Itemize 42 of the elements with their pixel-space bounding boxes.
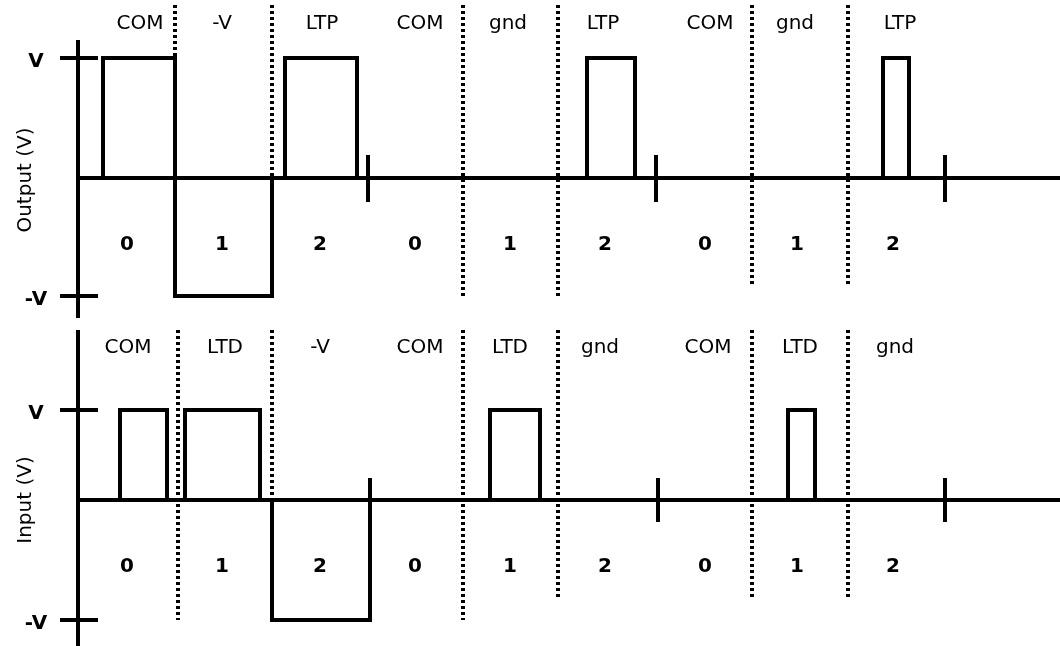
phase-label: LTD xyxy=(782,336,818,356)
phase-label: LTP xyxy=(883,12,917,32)
phase-label: LTD xyxy=(207,336,243,356)
phase-label: COM xyxy=(104,336,152,356)
step-number: 0 xyxy=(120,233,134,253)
step-number: 1 xyxy=(503,233,517,253)
step-number: 0 xyxy=(698,555,712,575)
axis-title: Input (V) xyxy=(14,456,34,544)
phase-label: LTP xyxy=(305,12,339,32)
step-number: 0 xyxy=(698,233,712,253)
phase-label: COM xyxy=(396,12,444,32)
phase-label: gnd xyxy=(875,336,915,356)
step-number: 1 xyxy=(215,555,229,575)
phase-label: COM xyxy=(396,336,444,356)
step-number: 2 xyxy=(313,555,327,575)
step-number: 1 xyxy=(790,233,804,253)
axis-title: Output (V) xyxy=(14,127,34,233)
phase-label: -V xyxy=(212,12,232,32)
phase-label: gnd xyxy=(775,12,815,32)
step-number: 1 xyxy=(215,233,229,253)
step-number: 2 xyxy=(313,233,327,253)
step-number: 2 xyxy=(886,233,900,253)
step-number: 0 xyxy=(408,233,422,253)
step-number: 1 xyxy=(790,555,804,575)
level-label: -V xyxy=(24,612,48,632)
phase-label: gnd xyxy=(488,12,528,32)
phase-label: -V xyxy=(310,336,330,356)
step-number: 1 xyxy=(503,555,517,575)
step-number: 0 xyxy=(120,555,134,575)
phase-label: COM xyxy=(684,336,732,356)
phase-label: LTD xyxy=(492,336,528,356)
level-label: -V xyxy=(24,288,48,308)
step-number: 2 xyxy=(598,555,612,575)
level-label: V xyxy=(28,402,44,422)
step-number: 2 xyxy=(886,555,900,575)
step-number: 2 xyxy=(598,233,612,253)
phase-label: gnd xyxy=(580,336,620,356)
level-label: V xyxy=(28,50,44,70)
step-number: 0 xyxy=(408,555,422,575)
phase-label: COM xyxy=(686,12,734,32)
phase-label: COM xyxy=(116,12,164,32)
phase-label: LTP xyxy=(586,12,620,32)
